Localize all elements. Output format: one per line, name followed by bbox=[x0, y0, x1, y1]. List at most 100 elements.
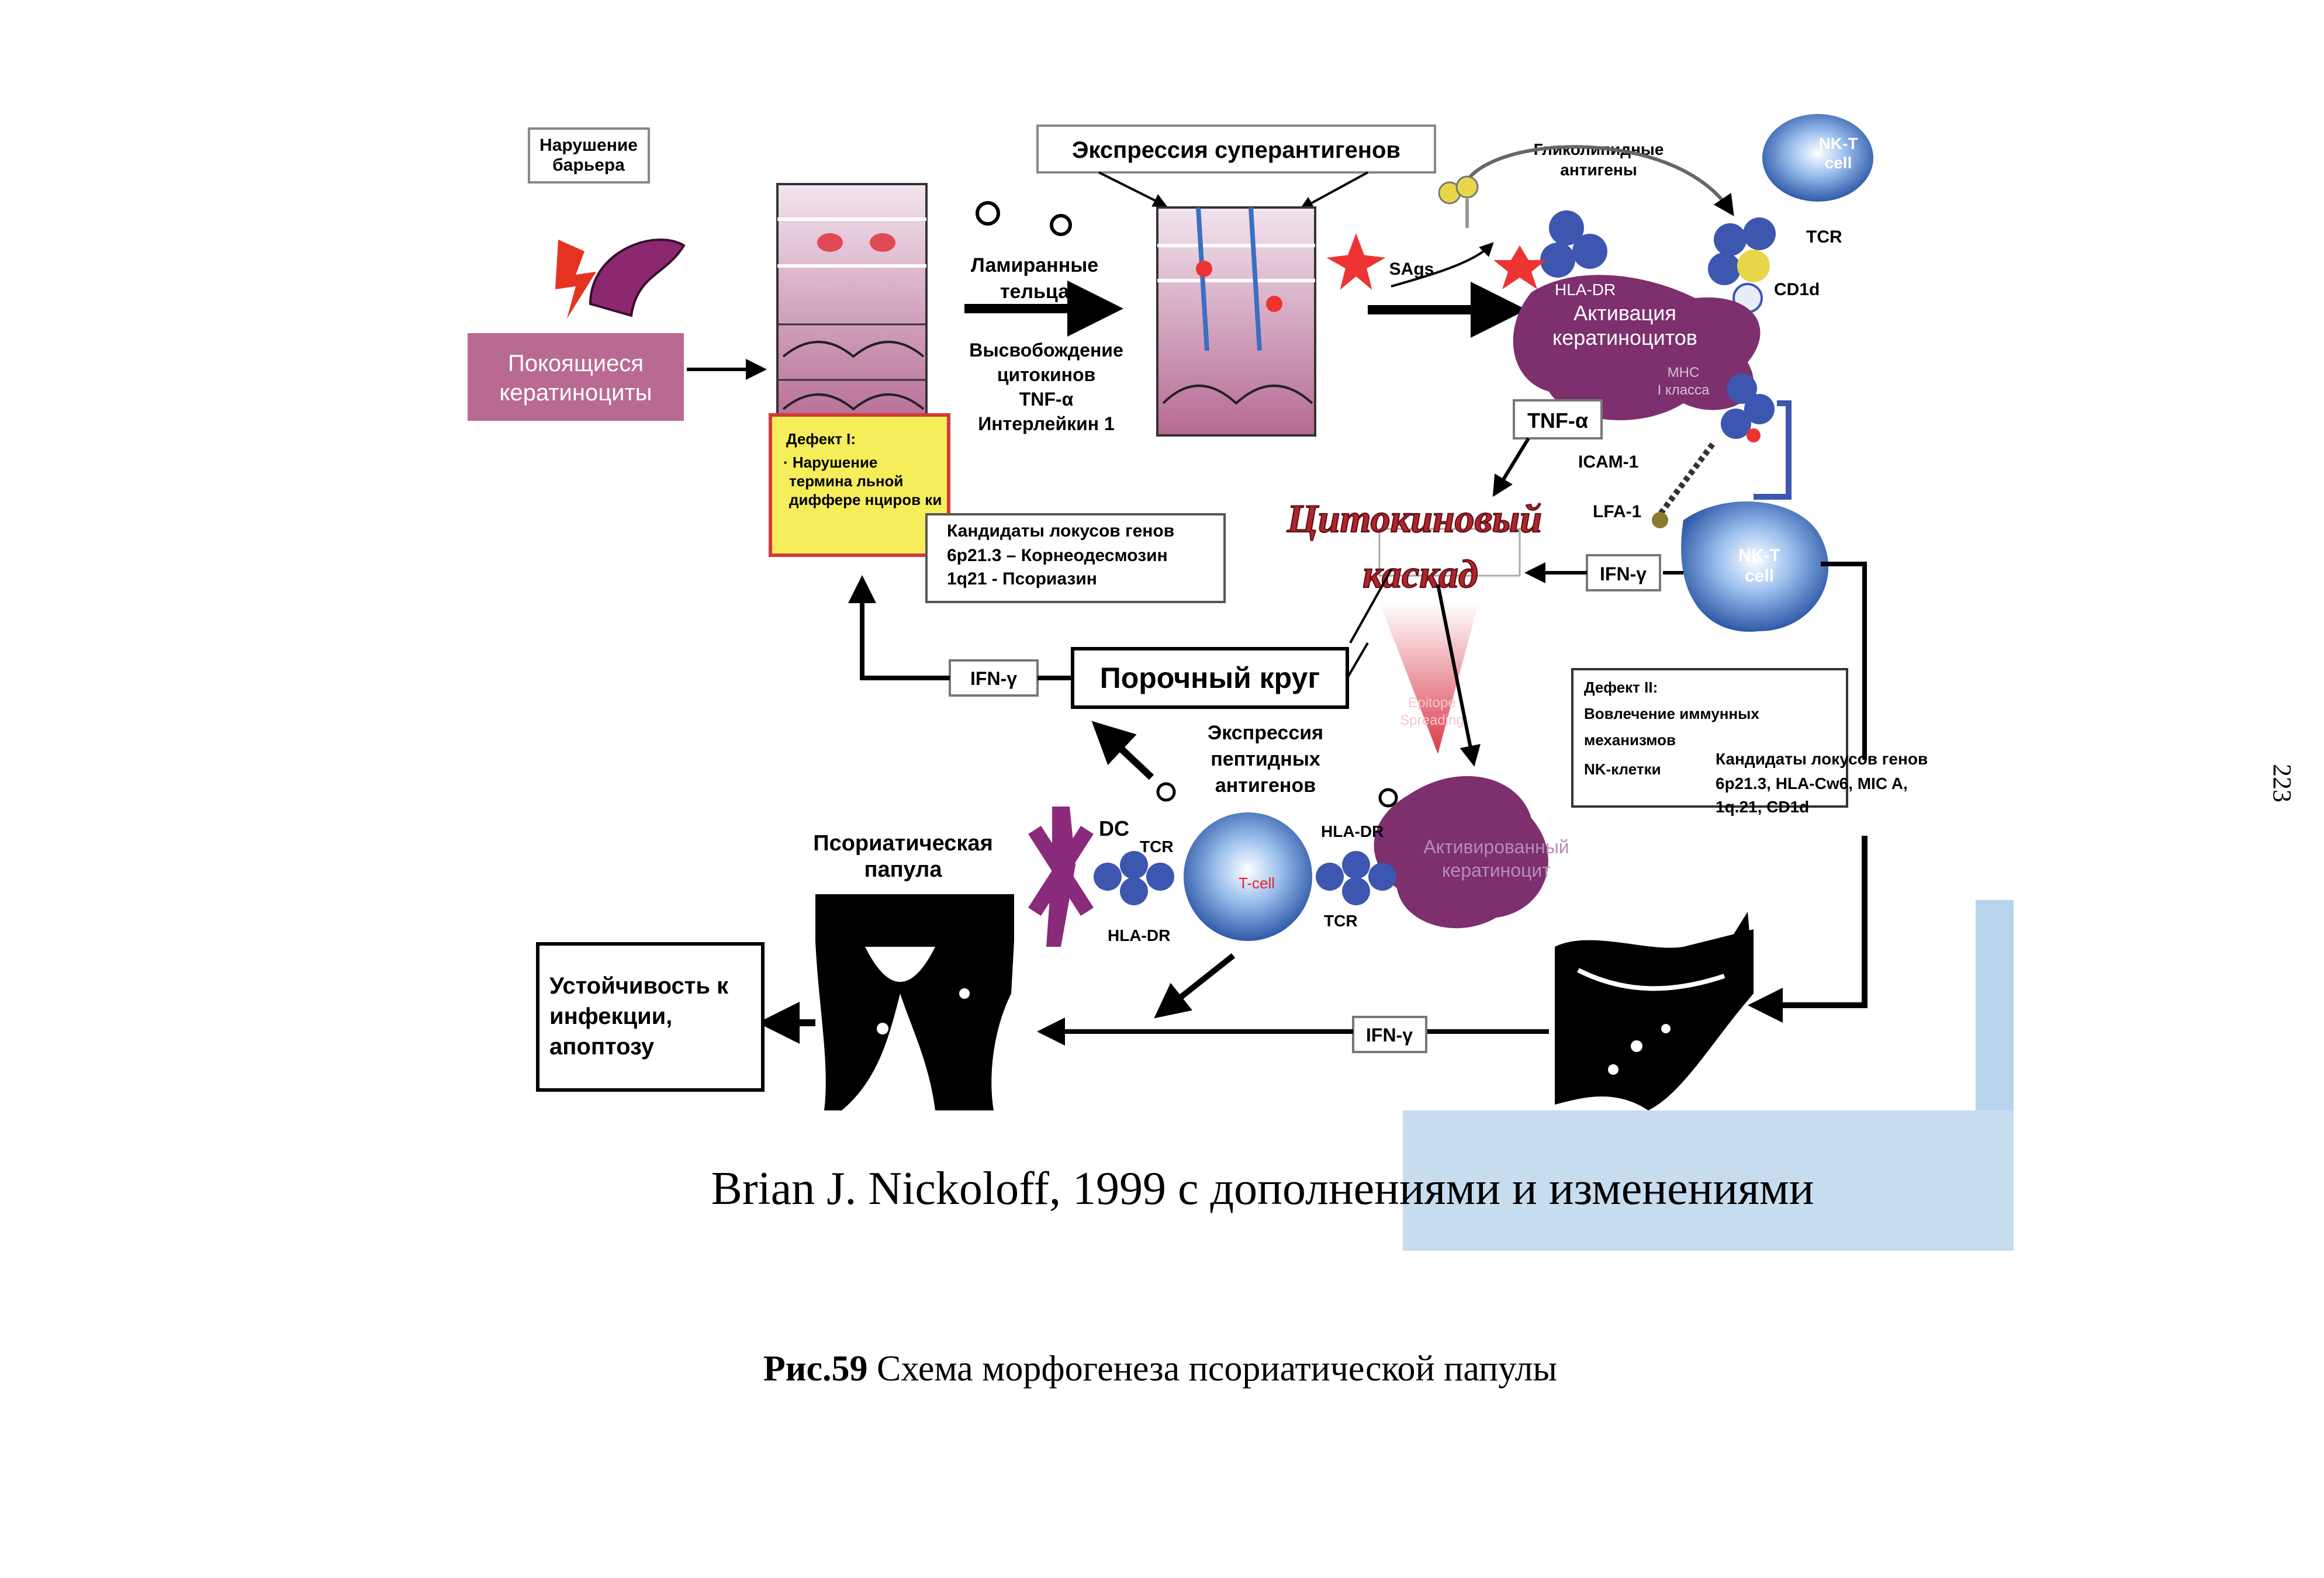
attribution-text: Brian J. Nickoloff, 1999 с дополнениями … bbox=[711, 1163, 1814, 1214]
lamellar-bodies-label: Ламиранные тельца bbox=[971, 254, 1098, 303]
svg-text:Кандидаты локусов генов: Кандидаты локусов генов bbox=[947, 521, 1174, 541]
svg-text:цитокинов: цитокинов bbox=[997, 364, 1095, 385]
svg-text:IFN-γ: IFN-γ bbox=[970, 668, 1017, 689]
arrow bbox=[1154, 953, 1236, 1019]
ifn-gamma-bottom-box: IFN-γ bbox=[1352, 1016, 1427, 1053]
svg-text:cell: cell bbox=[1825, 154, 1852, 172]
resistance-box: Устойчивость к инфекции, апоптозу bbox=[536, 942, 765, 1092]
svg-text:инфекции,: инфекции, bbox=[549, 1003, 672, 1029]
svg-text:Высвобождение: Высвобождение bbox=[969, 340, 1123, 361]
keratinocyte-activation-blob: HLA-DR Активация кератиноцитов MHC I кла… bbox=[1513, 275, 1761, 420]
svg-text:Экспрессия суперантигенов: Экспрессия суперантигенов bbox=[1072, 137, 1400, 163]
peptide-antigens-label: Экспрессия пептидных антигенов bbox=[1208, 722, 1323, 797]
nkt-cell-top: NK-T cell bbox=[1762, 114, 1873, 202]
arrow bbox=[1391, 242, 1494, 288]
epidermis-layers-right bbox=[1156, 206, 1316, 437]
dendritic-cell-icon bbox=[1028, 807, 1094, 947]
svg-text:NK-T: NK-T bbox=[1738, 546, 1780, 565]
psoriatic-papule-label: Псориатическая папула bbox=[813, 831, 993, 882]
receptor-cluster-top bbox=[1493, 210, 1776, 313]
svg-text:Устойчивость к: Устойчивость к bbox=[549, 973, 729, 999]
svg-text:Кандидаты локусов генов: Кандидаты локусов генов bbox=[1716, 750, 1928, 768]
defect-1-box: Дефект I: · Нарушение термина льной дифф… bbox=[769, 413, 950, 557]
hla-dr-dc-label: HLA-DR bbox=[1108, 926, 1170, 944]
antigen-icon bbox=[1156, 782, 1176, 802]
svg-text:T-cell: T-cell bbox=[1239, 874, 1275, 892]
tcr-bottom-label: TCR bbox=[1324, 912, 1358, 930]
resting-keratinocytes-box: Покоящиеся кератиноциты bbox=[468, 333, 684, 421]
caption-text: Схема морфогенеза псориатической папулы bbox=[868, 1349, 1558, 1389]
lamellar-body-icon bbox=[1050, 214, 1072, 236]
svg-text:TNF-α: TNF-α bbox=[1019, 389, 1074, 410]
svg-text:антигенов: антигенов bbox=[1215, 774, 1316, 797]
svg-text:6p21.3, HLA-Cw6, MIC A,: 6p21.3, HLA-Cw6, MIC A, bbox=[1716, 774, 1908, 793]
arrow bbox=[1436, 584, 1481, 767]
caption-label: Рис.59 bbox=[763, 1349, 868, 1389]
arrow bbox=[1460, 145, 1734, 216]
connector-line bbox=[1349, 569, 1392, 643]
dc-label: DC bbox=[1099, 816, 1129, 840]
arrow bbox=[1098, 171, 1168, 207]
activated-keratinocyte-blob: Активированный кератиноцит bbox=[1374, 776, 1569, 929]
defect-2-box: Дефект II: Вовлечение иммунных механизмо… bbox=[1571, 668, 1848, 808]
svg-text:диффере нциров ки: диффере нциров ки bbox=[789, 491, 942, 508]
connector-line bbox=[1346, 642, 1369, 679]
figure-caption: Рис.59 Схема морфогенеза псориатической … bbox=[763, 1349, 1557, 1389]
svg-text:Дефект I:: Дефект I: bbox=[786, 430, 856, 448]
svg-text:Порочный круг: Порочный круг bbox=[1100, 662, 1320, 694]
svg-text:Интерлейкин 1: Интерлейкин 1 bbox=[978, 413, 1115, 434]
svg-text:папула: папула bbox=[864, 857, 943, 882]
svg-text:IFN-γ: IFN-γ bbox=[1600, 563, 1647, 584]
arrow bbox=[1748, 836, 1868, 1023]
glycolipid-icon bbox=[1438, 175, 1479, 228]
cytokine-release-label: Высвобождение цитокинов TNF-α Интерлейки… bbox=[969, 340, 1123, 434]
svg-text:Нарушение: Нарушение bbox=[540, 136, 638, 155]
t-cell: T-cell bbox=[1184, 812, 1312, 941]
tcr-label: TCR bbox=[1806, 227, 1842, 247]
svg-text:Epitope: Epitope bbox=[1408, 695, 1455, 711]
icam-label: ICAM-1 bbox=[1578, 452, 1638, 472]
adhesion-molecule-icon bbox=[1652, 442, 1715, 528]
svg-text:IFN-γ: IFN-γ bbox=[1366, 1025, 1413, 1046]
tcr-dc-label: TCR bbox=[1140, 838, 1174, 856]
lightning-icon bbox=[555, 238, 686, 319]
arrow bbox=[1492, 437, 1530, 497]
svg-text:механизмов: механизмов bbox=[1584, 731, 1676, 749]
background-block bbox=[1403, 900, 2014, 1251]
svg-text:6p21.3 – Корнеодесмозин: 6p21.3 – Корнеодесмозин bbox=[947, 546, 1168, 565]
svg-text:Покоящиеся: Покоящиеся bbox=[508, 351, 644, 376]
svg-text:апоптозу: апоптозу bbox=[549, 1034, 655, 1060]
svg-text:кератиноцит: кератиноцит bbox=[1442, 860, 1551, 881]
skin-section-image bbox=[1555, 912, 1754, 1110]
gene-candidates-box-1: Кандидаты локусов генов 6p21.3 – Корнеод… bbox=[925, 513, 1226, 603]
svg-text:I класса: I класса bbox=[1658, 382, 1710, 398]
svg-text:1q.21, CD1d: 1q.21, CD1d bbox=[1716, 798, 1809, 816]
svg-text:Активация: Активация bbox=[1573, 301, 1676, 325]
svg-text:Экспрессия: Экспрессия bbox=[1208, 722, 1323, 744]
vicious-circle-box: Порочный круг bbox=[1071, 647, 1349, 709]
svg-text:барьера: барьера bbox=[552, 155, 625, 175]
svg-text:· Нарушение: · Нарушение bbox=[783, 454, 877, 471]
lfa-label: LFA-1 bbox=[1593, 502, 1641, 521]
svg-text:термина льной: термина льной bbox=[789, 472, 903, 490]
arrow bbox=[1299, 171, 1368, 210]
epidermis-layers-left bbox=[776, 183, 928, 431]
connector-line bbox=[1821, 562, 1867, 760]
svg-text:Вовлечение иммунных: Вовлечение иммунных bbox=[1584, 705, 1759, 722]
receptor-cluster-right bbox=[1316, 851, 1396, 905]
nkt-cell-mid: NK-T cell bbox=[1681, 501, 1829, 632]
tnf-alpha-box: TNF-α bbox=[1513, 399, 1603, 440]
barrier-disruption-label: Нарушение барьера bbox=[528, 127, 650, 184]
svg-text:пептидных: пептидных bbox=[1211, 748, 1320, 770]
svg-text:Дефект II:: Дефект II: bbox=[1584, 679, 1658, 696]
svg-text:Активированный: Активированный bbox=[1423, 836, 1569, 857]
svg-text:NK-T: NK-T bbox=[1819, 134, 1858, 153]
gene-candidates-box-2: Кандидаты локусов генов 6p21.3, HLA-Cw6,… bbox=[1716, 750, 1928, 816]
svg-text:кератиноцитов: кератиноцитов bbox=[1552, 326, 1697, 349]
svg-text:NK-клетки: NK-клетки bbox=[1584, 760, 1661, 778]
svg-text:TNF-α: TNF-α bbox=[1527, 409, 1588, 432]
svg-text:Ламиранные: Ламиранные bbox=[971, 254, 1098, 276]
svg-text:Псориатическая: Псориатическая bbox=[813, 831, 993, 856]
connector-line bbox=[1754, 400, 1792, 500]
